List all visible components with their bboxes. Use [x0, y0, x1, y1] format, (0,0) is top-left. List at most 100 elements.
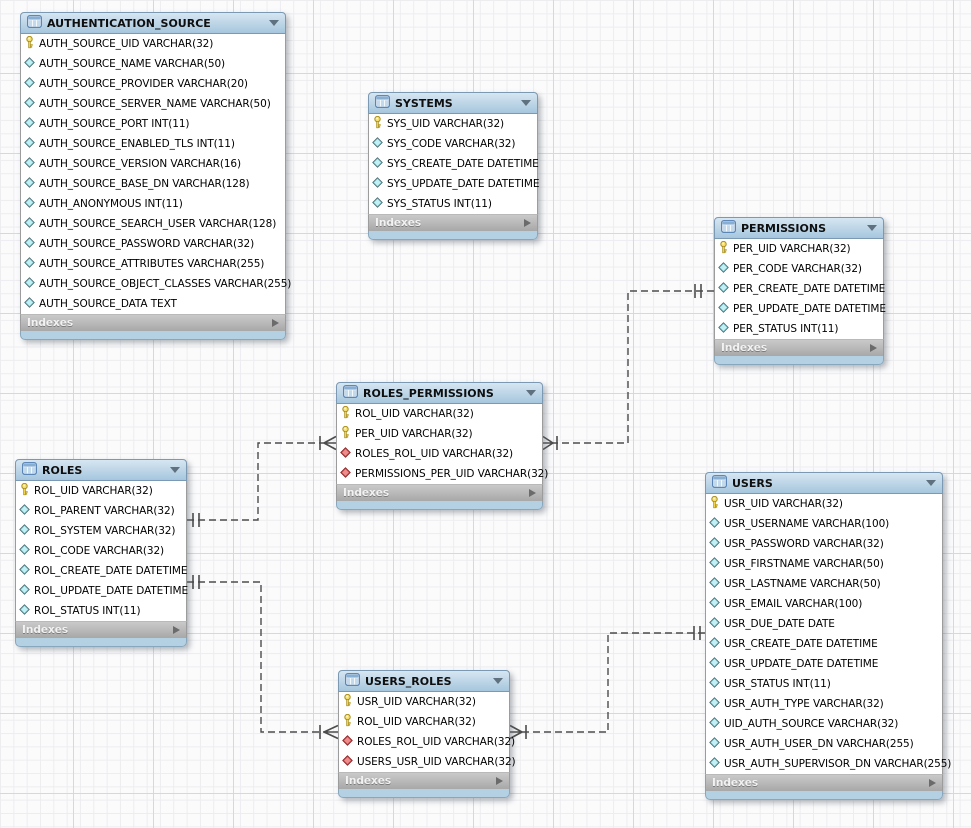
relationship-roles-to-roles_permissions[interactable] [187, 435, 337, 527]
relationship-roles-to-users_roles[interactable] [187, 575, 339, 740]
column-row[interactable]: ROL_SYSTEM VARCHAR(32) [16, 521, 186, 541]
table-columns: ROL_UID VARCHAR(32)PER_UID VARCHAR(32)RO… [336, 404, 548, 484]
triangle-right-icon[interactable] [272, 319, 279, 327]
column-row[interactable]: AUTH_SOURCE_PORT INT(11) [21, 114, 285, 134]
triangle-down-icon[interactable] [170, 467, 180, 473]
column-row[interactable]: USR_UPDATE_DATE DATETIME [706, 654, 942, 674]
column-row[interactable]: AUTH_SOURCE_PROVIDER VARCHAR(20) [21, 74, 285, 94]
column-row[interactable]: USR_UID VARCHAR(32) [706, 494, 942, 514]
column-row[interactable]: USR_AUTH_USER_DN VARCHAR(255) [706, 734, 942, 754]
table-header[interactable]: USERS [705, 472, 943, 494]
triangle-down-icon[interactable] [521, 100, 531, 106]
column-row[interactable]: ROL_CODE VARCHAR(32) [16, 541, 186, 561]
column-row[interactable]: AUTH_SOURCE_BASE_DN VARCHAR(128) [21, 174, 285, 194]
column-row[interactable]: ROL_UID VARCHAR(32) [337, 404, 542, 424]
column-label: USR_AUTH_TYPE VARCHAR(32) [724, 698, 884, 710]
column-row[interactable]: PER_CODE VARCHAR(32) [715, 259, 883, 279]
table-header[interactable]: ROLES [15, 459, 187, 481]
triangle-right-icon[interactable] [173, 626, 180, 634]
indexes-bar[interactable]: Indexes [714, 339, 884, 356]
column-row[interactable]: AUTH_SOURCE_ATTRIBUTES VARCHAR(255) [21, 254, 285, 274]
column-row[interactable]: ROLES_ROL_UID VARCHAR(32) [339, 732, 515, 752]
indexes-bar[interactable]: Indexes [336, 484, 543, 501]
indexes-bar[interactable]: Indexes [20, 314, 286, 331]
triangle-down-icon[interactable] [867, 225, 877, 231]
column-row[interactable]: USR_STATUS INT(11) [706, 674, 942, 694]
relationship-line[interactable] [522, 632, 705, 733]
triangle-down-icon[interactable] [493, 678, 503, 684]
column-row[interactable]: USR_CREATE_DATE DATETIME [706, 634, 942, 654]
indexes-bar[interactable]: Indexes [338, 772, 510, 789]
triangle-right-icon[interactable] [929, 779, 936, 787]
indexes-bar[interactable]: Indexes [15, 621, 187, 638]
table-header[interactable]: SYSTEMS [368, 92, 538, 114]
triangle-down-icon[interactable] [269, 20, 279, 26]
indexes-bar[interactable]: Indexes [368, 214, 538, 231]
column-row[interactable]: AUTH_SOURCE_DATA TEXT [21, 294, 285, 314]
column-row[interactable]: AUTH_ANONYMOUS INT(11) [21, 194, 285, 214]
triangle-right-icon[interactable] [870, 344, 877, 352]
indexes-bar[interactable]: Indexes [705, 774, 943, 791]
column-row[interactable]: AUTH_SOURCE_PASSWORD VARCHAR(32) [21, 234, 285, 254]
column-row[interactable]: USR_FIRSTNAME VARCHAR(50) [706, 554, 942, 574]
column-row[interactable]: PER_UID VARCHAR(32) [337, 424, 542, 444]
column-row[interactable]: AUTH_SOURCE_UID VARCHAR(32) [21, 34, 285, 54]
column-row[interactable]: USR_EMAIL VARCHAR(100) [706, 594, 942, 614]
column-row[interactable]: ROL_UID VARCHAR(32) [16, 481, 186, 501]
triangle-right-icon[interactable] [529, 489, 536, 497]
column-row[interactable]: ROL_STATUS INT(11) [16, 601, 186, 621]
triangle-down-icon[interactable] [526, 390, 536, 396]
table-header[interactable]: USERS_ROLES [338, 670, 510, 692]
column-row[interactable]: ROL_UID VARCHAR(32) [339, 712, 509, 732]
column-row[interactable]: SYS_UID VARCHAR(32) [369, 114, 537, 134]
column-row[interactable]: SYS_UPDATE_DATE DATETIME [369, 174, 539, 194]
column-row[interactable]: PER_CREATE_DATE DATETIME [715, 279, 885, 299]
column-row[interactable]: AUTH_SOURCE_VERSION VARCHAR(16) [21, 154, 285, 174]
table-header[interactable]: ROLES_PERMISSIONS [336, 382, 543, 404]
column-row[interactable]: ROL_PARENT VARCHAR(32) [16, 501, 186, 521]
column-row[interactable]: SYS_STATUS INT(11) [369, 194, 537, 214]
column-row[interactable]: UID_AUTH_SOURCE VARCHAR(32) [706, 714, 942, 734]
column-row[interactable]: AUTH_SOURCE_OBJECT_CLASSES VARCHAR(255) [21, 274, 291, 294]
triangle-right-icon[interactable] [524, 219, 531, 227]
table-header[interactable]: AUTHENTICATION_SOURCE [20, 12, 286, 34]
triangle-right-icon[interactable] [496, 777, 503, 785]
column-row[interactable]: USR_AUTH_SUPERVISOR_DN VARCHAR(255) [706, 754, 951, 774]
column-row[interactable]: PER_STATUS INT(11) [715, 319, 883, 339]
column-row[interactable]: SYS_CODE VARCHAR(32) [369, 134, 537, 154]
relationship-line[interactable] [553, 290, 714, 444]
column-row[interactable]: USR_DUE_DATE DATE [706, 614, 942, 634]
column-row[interactable]: USR_UID VARCHAR(32) [339, 692, 509, 712]
indexes-label: Indexes [712, 777, 759, 789]
column-row[interactable]: ROL_UPDATE_DATE DATETIME [16, 581, 188, 601]
column-row[interactable]: PER_UPDATE_DATE DATETIME [715, 299, 886, 319]
column-row[interactable]: AUTH_SOURCE_NAME VARCHAR(50) [21, 54, 285, 74]
triangle-down-icon[interactable] [926, 480, 936, 486]
relationship-permissions-to-roles_permissions[interactable] [542, 284, 714, 451]
column-row[interactable]: PER_UID VARCHAR(32) [715, 239, 883, 259]
column-row[interactable]: USR_LASTNAME VARCHAR(50) [706, 574, 942, 594]
column-row[interactable]: ROL_CREATE_DATE DATETIME [16, 561, 187, 581]
column-row[interactable]: USERS_USR_UID VARCHAR(32) [339, 752, 516, 772]
column-row[interactable]: AUTH_SOURCE_ENABLED_TLS INT(11) [21, 134, 285, 154]
table-header[interactable]: PERMISSIONS [714, 217, 884, 239]
column-row[interactable]: AUTH_SOURCE_SERVER_NAME VARCHAR(50) [21, 94, 285, 114]
column-row[interactable]: ROLES_ROL_UID VARCHAR(32) [337, 444, 542, 464]
relationship-line[interactable] [187, 581, 324, 733]
column-row[interactable]: USR_PASSWORD VARCHAR(32) [706, 534, 942, 554]
column-row[interactable]: PERMISSIONS_PER_UID VARCHAR(32) [337, 464, 548, 484]
column-row[interactable]: SYS_CREATE_DATE DATETIME [369, 154, 539, 174]
column-row[interactable]: USR_USERNAME VARCHAR(100) [706, 514, 942, 534]
column-row[interactable]: AUTH_SOURCE_SEARCH_USER VARCHAR(128) [21, 214, 285, 234]
relationship-users-to-users_roles[interactable] [509, 626, 705, 740]
relationship-line[interactable] [187, 442, 324, 521]
column-row[interactable]: USR_AUTH_TYPE VARCHAR(32) [706, 694, 942, 714]
